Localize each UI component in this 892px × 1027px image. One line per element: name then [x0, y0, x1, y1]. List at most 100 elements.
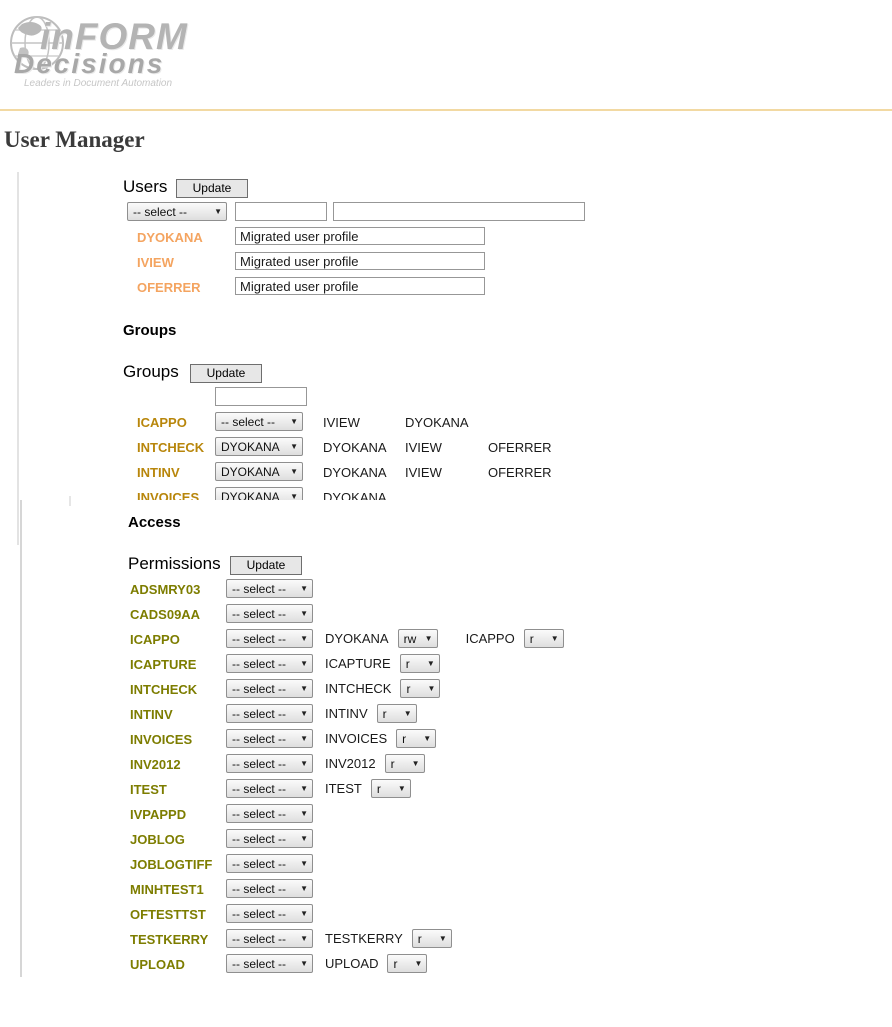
permission-action-select[interactable]: -- select -- ▼ [226, 804, 313, 823]
group-member-name: DYOKANA [323, 490, 387, 500]
grant-level-select[interactable]: r▼ [411, 929, 452, 948]
group-member-name: IVIEW [405, 440, 442, 455]
permissions-update-button[interactable]: Update [230, 556, 302, 575]
dropdown-arrow-icon: ▼ [300, 959, 308, 968]
permission-action-select[interactable]: -- select -- ▼ [226, 854, 313, 873]
permission-object-label: INVOICES [130, 732, 193, 747]
group-member-select[interactable]: DYOKANA▼ [215, 487, 303, 500]
dropdown-arrow-icon: ▼ [300, 684, 308, 693]
dropdown-arrow-icon: ▼ [300, 834, 308, 843]
group-member-select[interactable]: -- select --▼ [215, 412, 303, 431]
group-member-name: OFERRER [488, 465, 552, 480]
permission-action-select-value: -- select -- [232, 881, 286, 896]
new-user-name-input[interactable] [235, 202, 327, 221]
permission-grants: INTINV r▼ [325, 704, 417, 723]
permission-action-select[interactable]: -- select --▼ [226, 654, 313, 673]
permission-action-select[interactable]: -- select --▼ [226, 754, 313, 773]
panel-border-line [20, 500, 22, 977]
group-member-select[interactable]: DYOKANA▼ [215, 462, 303, 481]
permission-object-label: OFTESTTST [130, 907, 206, 922]
user-row: DYOKANA [0, 227, 892, 247]
permission-action-select[interactable]: -- select --▼ [226, 704, 313, 723]
permission-action-select[interactable]: -- select --▼ [226, 929, 313, 948]
permission-object-label: CADS09AA [130, 607, 201, 622]
user-description-input[interactable] [235, 227, 485, 245]
dropdown-arrow-icon: ▼ [300, 734, 308, 743]
permission-action-select[interactable]: -- select --▼ [226, 829, 313, 848]
permission-object-label: ICAPTURE [130, 657, 197, 672]
permission-action-select[interactable]: -- select -- ▼ [226, 729, 313, 748]
permission-action-select[interactable]: -- select --▼ [226, 679, 313, 698]
dropdown-arrow-icon: ▼ [300, 859, 308, 868]
grant-level-select-value: r [382, 706, 387, 721]
users-action-select[interactable]: -- select -- ▼ [127, 202, 227, 221]
permission-action-select[interactable]: -- select -- ▼ [226, 954, 313, 973]
permission-action-select[interactable]: -- select --▼ [226, 579, 313, 598]
grant-level-select[interactable]: r▼ [384, 754, 425, 773]
grant-level-select[interactable]: rw▼ [397, 629, 438, 648]
new-group-name-input[interactable] [215, 387, 307, 406]
user-name-label: DYOKANA [137, 230, 203, 245]
permission-action-select-value: -- select -- [232, 931, 286, 946]
grant-level-select-value: r [405, 656, 410, 671]
grant-level-select[interactable]: r▼ [523, 629, 564, 648]
permission-action-select[interactable]: -- select --▼ [226, 629, 313, 648]
new-user-description-input[interactable] [333, 202, 585, 221]
user-description-input[interactable] [235, 277, 485, 295]
permission-action-select[interactable]: -- select --▼ [226, 904, 313, 923]
permission-action-select-value: -- select -- [232, 956, 286, 971]
group-member-name: IVIEW [323, 415, 360, 430]
permission-action-select[interactable]: -- select --▼ [226, 779, 313, 798]
permission-row: CADS09AA -- select --▼ [0, 604, 892, 624]
permission-action-select-value: -- select -- [232, 731, 286, 746]
grantee-name: INV2012 [325, 756, 376, 771]
brand-name-top: inFORM [40, 16, 188, 57]
dropdown-arrow-icon: ▼ [290, 417, 298, 426]
permission-row: MINHTEST1-- select --▼ [0, 879, 892, 899]
grant-level-select[interactable]: r▼ [399, 654, 440, 673]
user-row: OFERRER [0, 277, 892, 297]
group-name-label: INTCHECK [137, 440, 205, 455]
grantee-name: ICAPPO [465, 631, 515, 646]
permission-object-label: ITEST [130, 782, 167, 797]
dropdown-arrow-icon: ▼ [214, 207, 222, 216]
dropdown-arrow-icon: ▼ [550, 634, 559, 643]
grant-level-select[interactable]: r▼ [376, 704, 417, 723]
permissions-section-title: Permissions [128, 554, 221, 573]
group-member-name: OFERRER [488, 440, 552, 455]
permission-grant: DYOKANA rw▼ [325, 629, 438, 648]
users-update-button[interactable]: Update [176, 179, 248, 198]
dropdown-arrow-icon: ▼ [300, 809, 308, 818]
permission-action-select[interactable]: -- select --▼ [226, 604, 313, 623]
group-member-select-value: DYOKANA [221, 489, 280, 501]
group-member-name: DYOKANA [323, 465, 387, 480]
grantee-name: DYOKANA [325, 631, 389, 646]
scrollbar-thumb[interactable] [69, 496, 71, 506]
dropdown-arrow-icon: ▼ [424, 634, 433, 643]
grant-level-select[interactable]: r▼ [387, 954, 428, 973]
permission-action-select-value: -- select -- [232, 806, 286, 821]
dropdown-arrow-icon: ▼ [290, 442, 298, 451]
user-description-input[interactable] [235, 252, 485, 270]
group-member-select-value: DYOKANA [221, 439, 280, 454]
user-name-label: IVIEW [137, 255, 174, 270]
dropdown-arrow-icon: ▼ [426, 659, 435, 668]
group-name-label: INVOICES [137, 490, 200, 500]
grant-level-select[interactable]: r▼ [396, 729, 437, 748]
groups-update-button[interactable]: Update [190, 364, 262, 383]
grant-level-select[interactable]: r▼ [400, 679, 441, 698]
grant-level-select[interactable]: r▼ [370, 779, 411, 798]
grantee-name: INTINV [325, 706, 368, 721]
permission-grant: ICAPPO r▼ [466, 629, 564, 648]
group-member-select[interactable]: DYOKANA ▼ [215, 437, 303, 456]
permission-row: JOBLOGTIFF-- select --▼ [0, 854, 892, 874]
users-row-list: DYOKANA IVIEW OFERRER [0, 227, 892, 307]
permission-action-select[interactable]: -- select --▼ [226, 879, 313, 898]
permission-action-select-value: -- select -- [232, 856, 286, 871]
